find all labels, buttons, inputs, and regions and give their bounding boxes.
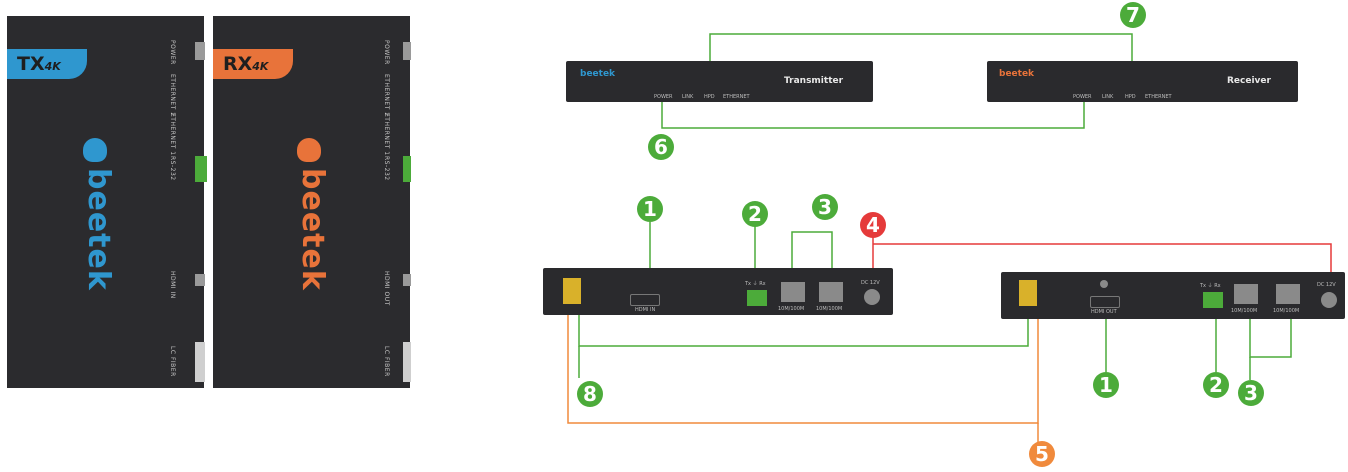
tx-dc-label: DC 12V [861,280,880,286]
rx-dc-label: DC 12V [1317,282,1336,288]
led-ethernet: ETHERNET [723,94,750,100]
status-led-icon [1100,280,1108,288]
leader-line-8 [578,310,1029,347]
tx-tag-sub: 4K [44,60,61,73]
callout-1-rx: 1 [1093,372,1119,398]
led-hpd: HPD [704,94,715,100]
rx-tag: RX4K [213,49,293,79]
tx-power-jack [195,42,205,60]
callout-2-tx: 2 [742,201,768,227]
tx-port-eth1: ETHERNET 1 [169,113,176,156]
rx-eth1-label: 10M/100M [1231,308,1258,314]
tx-eth2-label: 10M/100M [816,306,843,312]
rx-tag-sub: 4K [252,60,269,73]
rs232-terminal-icon [1203,292,1223,308]
rx-fiber-connector [403,342,411,382]
led-power: POWER [654,94,673,100]
rs232-terminal-icon [747,290,767,306]
tx-port-hdmi-in: HDMI IN [169,271,176,299]
dc-jack-icon [864,289,880,305]
ethernet-port-icon [781,282,805,302]
tx-port-rs232: RS-232 [169,156,176,181]
tx-tag: TX4K [7,49,87,79]
led-ethernet: ETHERNET [1145,94,1172,100]
ethernet-port-icon [1234,284,1258,304]
rx-rs232-terminal [403,156,411,182]
tx-rear-panel: HDMI IN Tx ⏚ Rx 10M/100M 10M/100M DC 12V [543,268,893,315]
rx-tag-label: RX [223,53,253,75]
receiver-title: Receiver [1227,76,1271,86]
led-link: LINK [1102,94,1114,100]
dc-jack-icon [1321,292,1337,308]
rx-rear-panel: HDMI OUT Tx ⏚ Rx 10M/100M 10M/100M DC 12… [1001,272,1345,319]
fiber-port-icon [1019,280,1037,306]
callout-6: 6 [648,134,674,160]
transmitter-logo: beetek [580,69,616,79]
rx-port-eth2: ETHERNET 2 [383,74,390,117]
callout-3-tx: 3 [812,194,838,220]
fiber-line-5 [567,310,1039,424]
callout-2-rx: 2 [1203,372,1229,398]
rx-port-eth1: ETHERNET 1 [383,113,390,156]
rx-hdmi-connector [403,274,411,286]
led-link: LINK [682,94,694,100]
callout-8: 8 [577,381,603,407]
receiver-front-panel: beetek Receiver POWER LINK HPD ETHERNET [987,61,1298,102]
hdmi-port-icon [630,294,660,306]
tx-rs232-label: Tx ⏚ Rx [745,281,766,287]
rx-hdmi-label: HDMI OUT [1091,309,1117,315]
leader-line-6 [661,95,1085,129]
tx-unit-top-view: TX4K beetek POWER ETHERNET 2 ETHERNET 1 … [7,16,207,388]
receiver-logo: beetek [999,69,1035,79]
rx-power-jack [403,42,411,60]
tx-brand: beetek [81,168,116,291]
beetek-logo-icon [297,138,321,162]
tx-hdmi-label: HDMI IN [635,307,656,313]
rx-port-hdmi-out: HDMI OUT [383,271,390,306]
beetek-logo-icon [83,138,107,162]
rx-port-lc-fiber: LC FIBER [383,346,390,377]
rx-port-rs232: RS-232 [383,156,390,181]
transmitter-front-panel: beetek Transmitter POWER LINK HPD ETHERN… [566,61,873,102]
rx-rs232-label: Tx ⏚ Rx [1200,283,1221,289]
rx-unit-top-view: RX4K beetek POWER ETHERNET 2 ETHERNET 1 … [213,16,411,388]
fiber-port-icon [563,278,581,304]
tx-tag-label: TX [17,53,45,75]
callout-3-rx: 3 [1238,380,1264,406]
tx-rs232-terminal [195,156,207,182]
ethernet-port-icon [819,282,843,302]
hdmi-port-icon [1090,296,1120,308]
leader-line-3-tx [791,231,833,285]
tx-hdmi-connector [195,274,205,286]
tx-port-eth2: ETHERNET 2 [169,74,176,117]
rx-brand: beetek [295,168,330,291]
led-hpd: HPD [1125,94,1136,100]
rx-eth2-label: 10M/100M [1273,308,1300,314]
led-power: POWER [1073,94,1092,100]
tx-fiber-connector [195,342,205,382]
rx-port-power: POWER [383,40,390,65]
callout-5: 5 [1029,441,1055,467]
tx-eth1-label: 10M/100M [778,306,805,312]
leader-line-3-rx [1249,310,1292,358]
transmitter-title: Transmitter [784,76,844,86]
tx-port-power: POWER [169,40,176,65]
ethernet-port-icon [1276,284,1300,304]
callout-1-tx: 1 [637,196,663,222]
callout-7: 7 [1120,2,1146,28]
callout-4: 4 [860,212,886,238]
tx-port-lc-fiber: LC FIBER [169,346,176,377]
